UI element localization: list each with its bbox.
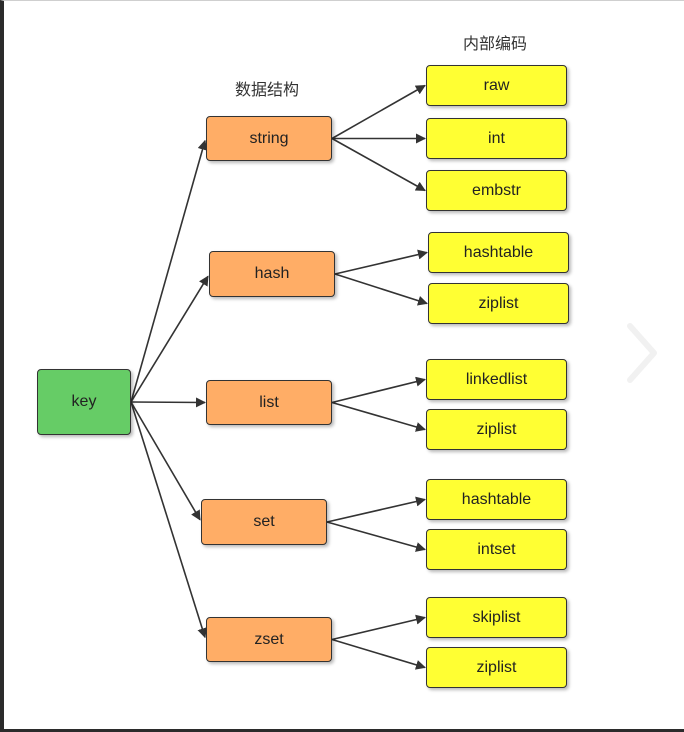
node-encoding-hashtable: hashtable (428, 232, 569, 273)
edge-key-to-set (130, 401, 201, 521)
node-encoding-linkedlist: linkedlist (426, 359, 567, 400)
edge-list-to-ziplist (331, 401, 426, 432)
node-encoding-int: int (426, 118, 567, 159)
node-zset-label: zset (254, 630, 284, 648)
node-encoding-ziplist: ziplist (426, 409, 567, 450)
node-encoding-label: int (488, 129, 505, 147)
chevron-right-icon[interactable] (618, 318, 668, 388)
edge-string-to-raw (331, 84, 426, 140)
node-encoding-ziplist: ziplist (428, 283, 569, 324)
node-encoding-intset: intset (426, 529, 567, 570)
node-set: set (201, 499, 327, 545)
node-encoding-raw: raw (426, 65, 567, 106)
node-encoding-label: intset (477, 540, 516, 558)
edge-hash-to-ziplist (334, 273, 428, 306)
heading-data-structures: 数据结构 (235, 82, 300, 99)
edge-key-to-zset (130, 401, 208, 639)
node-string-label: string (249, 129, 289, 147)
node-set-label: set (253, 513, 275, 530)
node-hash: hash (209, 251, 335, 297)
edge-key-to-string (130, 139, 208, 403)
edge-zset-to-skiplist (331, 614, 426, 641)
node-key-label: key (71, 393, 97, 410)
edge-zset-to-ziplist (331, 638, 426, 670)
edge-set-to-intset (326, 521, 426, 552)
edge-set-to-hashtable (326, 496, 426, 523)
node-encoding-embstr: embstr (426, 170, 567, 211)
node-zset: zset (206, 617, 332, 662)
node-encoding-label: ziplist (476, 658, 517, 676)
node-encoding-ziplist: ziplist (426, 647, 567, 688)
node-encoding-label: hashtable (461, 490, 532, 508)
node-encoding-label: ziplist (476, 420, 517, 438)
node-encoding-skiplist: skiplist (426, 597, 567, 638)
heading-internal-encoding: 内部编码 (463, 36, 528, 53)
node-encoding-label: skiplist (472, 608, 521, 626)
window-frame-bottom (0, 729, 684, 732)
node-encoding-label: hashtable (463, 243, 534, 261)
node-string: string (206, 116, 332, 161)
node-list: list (206, 380, 332, 425)
edge-hash-to-hashtable (334, 249, 428, 275)
node-list-label: list (259, 393, 279, 411)
node-encoding-label: raw (483, 76, 510, 94)
edge-key-to-hash (130, 275, 209, 403)
node-encoding-label: ziplist (478, 294, 519, 312)
node-key: key (37, 369, 131, 435)
node-encoding-hashtable: hashtable (426, 479, 567, 520)
edge-key-to-list (130, 397, 206, 408)
node-encoding-label: embstr (472, 181, 521, 199)
node-encoding-label: linkedlist (465, 370, 528, 388)
edge-string-to-embstr (331, 137, 426, 192)
edge-list-to-linkedlist (331, 376, 426, 404)
node-hash-label: hash (254, 265, 290, 282)
